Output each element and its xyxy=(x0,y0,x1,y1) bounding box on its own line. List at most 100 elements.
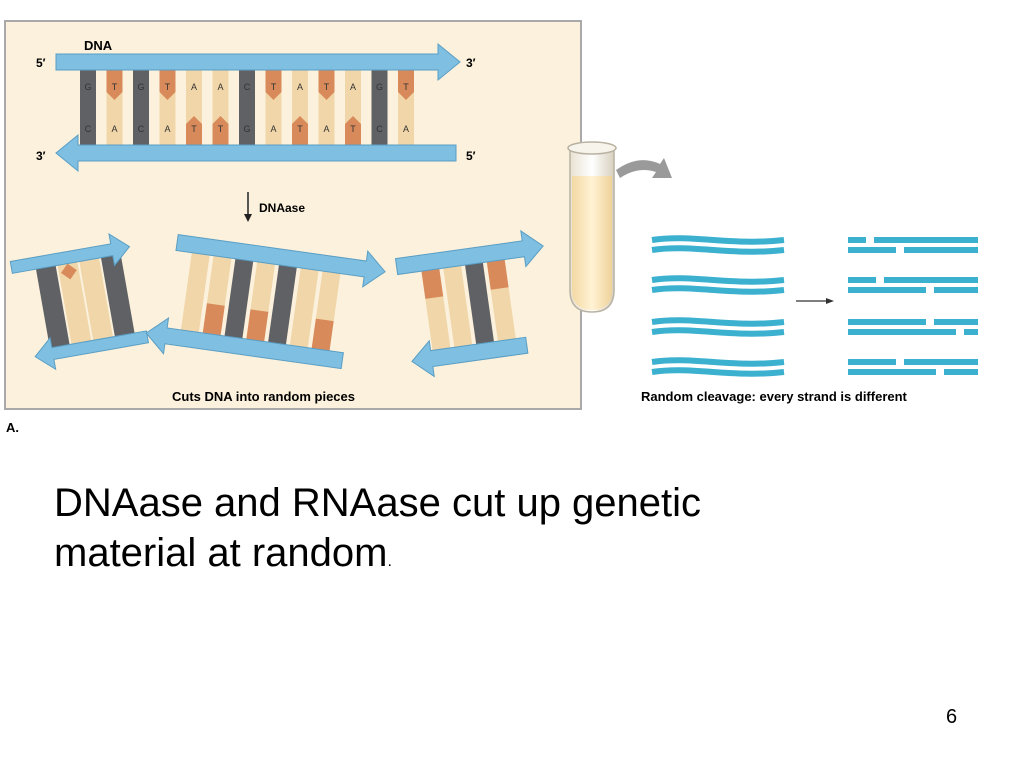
top-base-block xyxy=(212,70,229,110)
top-base-letter: T xyxy=(112,82,118,92)
thymine-mark xyxy=(398,70,414,100)
top-base-letter: T xyxy=(165,82,171,92)
thymine-mark xyxy=(186,116,202,145)
top-base-letter: G xyxy=(84,82,91,92)
thymine-mark xyxy=(159,70,176,100)
slide-caption: DNAase and RNAase cut up genetic materia… xyxy=(54,478,854,587)
top-base-letter: T xyxy=(403,82,409,92)
bottom-left-end-label: 3′ xyxy=(36,149,46,163)
bottom-base-letter: A xyxy=(270,124,276,134)
thymine-mark xyxy=(318,70,335,100)
bottom-base-letter: C xyxy=(138,124,145,134)
bottom-base-letter: T xyxy=(191,124,197,134)
bottom-base-block xyxy=(133,108,149,145)
intact-strand xyxy=(651,327,785,337)
top-base-block xyxy=(292,70,308,110)
intact-strand xyxy=(651,235,785,245)
thymine-mark xyxy=(345,116,361,145)
bottom-base-letter: A xyxy=(403,124,409,134)
top-strand-arrow xyxy=(55,42,461,82)
caption-text: DNAase and RNAase cut up genetic materia… xyxy=(54,481,702,575)
bottom-base-letter: C xyxy=(85,124,92,134)
fragment-rung xyxy=(464,260,494,345)
bottom-base-letter: A xyxy=(111,124,117,134)
bottom-base-block xyxy=(371,108,388,145)
top-base-letter: T xyxy=(271,82,277,92)
fragment-rung xyxy=(57,261,92,345)
intact-strand xyxy=(651,357,785,367)
fragment-rung xyxy=(268,262,298,345)
bottom-base-block xyxy=(398,108,414,145)
fragment-rung xyxy=(100,254,135,337)
right-arrow-head xyxy=(826,298,834,304)
thymine-mark xyxy=(265,70,282,100)
fragment-strand-top xyxy=(394,229,544,276)
bottom-base-letter: T xyxy=(297,124,303,134)
fragment-strand-top xyxy=(175,234,386,288)
dna-fragment-2 xyxy=(145,234,386,370)
fragment-base-mark xyxy=(421,266,444,299)
thymine-mark xyxy=(292,116,308,145)
intact-strand xyxy=(651,285,785,295)
fragment-strand-bottom xyxy=(34,330,150,371)
fragment-rung xyxy=(79,258,113,341)
bottom-base-letter: T xyxy=(350,124,356,134)
bottom-base-letter: G xyxy=(243,124,250,134)
dna-label: DNA xyxy=(84,38,113,53)
fragment-base-mark xyxy=(61,263,77,280)
top-base-letter: A xyxy=(217,82,223,92)
dna-fragment-1 xyxy=(9,232,150,371)
test-tube xyxy=(567,141,617,313)
bottom-right-end-label: 5′ xyxy=(466,149,476,163)
top-base-letter: G xyxy=(376,82,383,92)
bottom-strand-arrow xyxy=(55,133,457,173)
top-base-block xyxy=(186,70,202,110)
top-base-letter: A xyxy=(297,82,303,92)
dna-fragment-3 xyxy=(394,229,544,378)
cuts-label: Cuts DNA into random pieces xyxy=(172,389,355,404)
bottom-base-block xyxy=(239,108,255,145)
fragment-rung xyxy=(180,250,210,333)
intact-strand xyxy=(651,367,785,377)
dnaase-step: DNAase xyxy=(244,192,305,222)
curved-arrow xyxy=(616,158,672,178)
fragment-rung xyxy=(224,256,254,339)
bottom-base-letter: A xyxy=(323,124,329,134)
bottom-base-block xyxy=(318,108,335,145)
bottom-base-letter: A xyxy=(164,124,170,134)
intact-strand xyxy=(651,275,785,285)
bottom-base-block xyxy=(265,108,282,145)
top-base-letter: A xyxy=(350,82,356,92)
fragment-base-mark xyxy=(311,318,334,351)
dnaase-diagram: DNA 5′ 3′ 3′ 5′ GCTAGCTAATATCGTAATTAATGC… xyxy=(6,38,978,435)
fragment-base-mark xyxy=(486,257,509,290)
cleaved-strands xyxy=(651,235,978,377)
intact-strand xyxy=(651,317,785,327)
intact-strand xyxy=(651,245,785,255)
top-base-letter: G xyxy=(137,82,144,92)
top-left-end-label: 5′ xyxy=(36,56,46,70)
top-base-block xyxy=(345,70,361,110)
bottom-base-block xyxy=(159,108,176,145)
top-base-letter: A xyxy=(191,82,197,92)
base-pair-rungs xyxy=(80,70,414,145)
bottom-base-block xyxy=(106,108,123,145)
thymine-mark xyxy=(212,116,229,145)
fragment-strand-top xyxy=(9,232,131,274)
intact-dna: DNA 5′ 3′ 3′ 5′ GCTAGCTAATATCGTAATTAATGC… xyxy=(36,38,476,173)
panel-label: A. xyxy=(6,420,19,435)
tube-liquid xyxy=(572,176,612,310)
fragment-strand-bottom xyxy=(145,317,344,370)
fragment-rung xyxy=(442,263,473,348)
page-number: 6 xyxy=(946,706,958,728)
top-base-block xyxy=(133,70,149,110)
down-arrow-head xyxy=(244,214,252,222)
top-base-block xyxy=(239,70,255,110)
tube-rim xyxy=(567,141,617,155)
thymine-mark xyxy=(106,70,123,100)
fragment-rung xyxy=(289,265,319,348)
dnaase-label: DNAase xyxy=(259,201,305,215)
fragment-rung xyxy=(35,265,70,348)
top-base-block xyxy=(371,70,388,110)
